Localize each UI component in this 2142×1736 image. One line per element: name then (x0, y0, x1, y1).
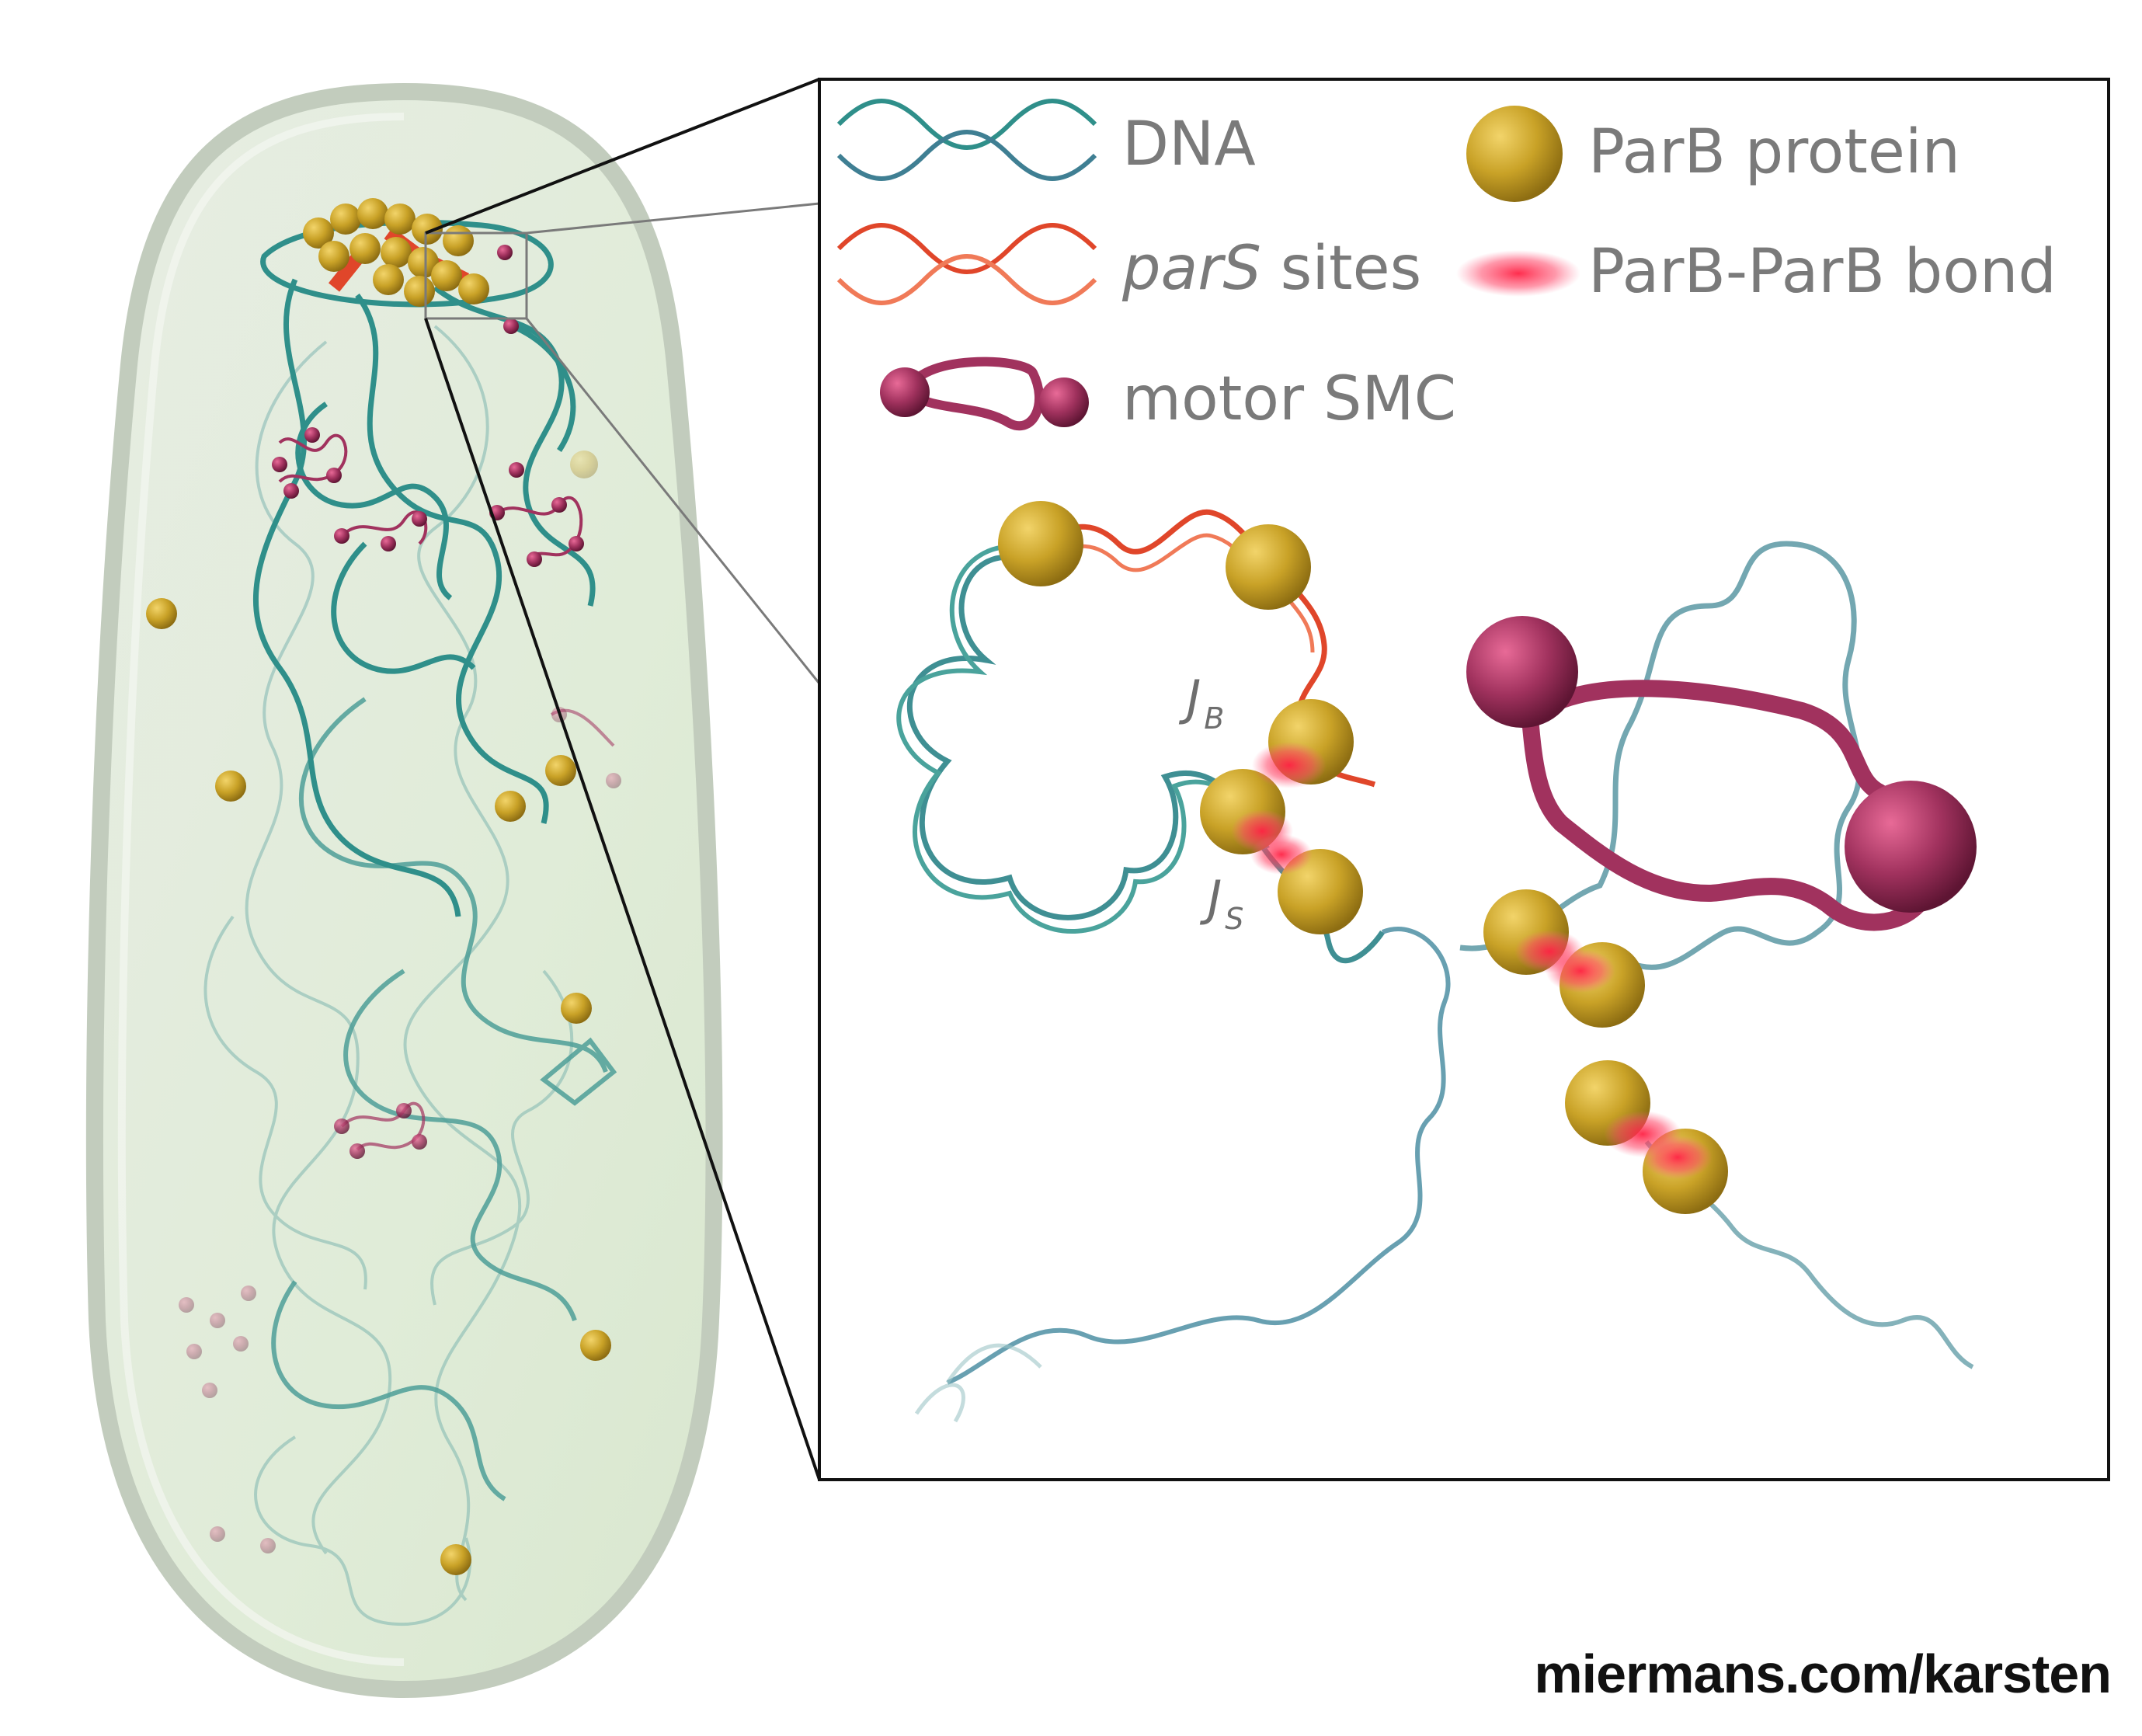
cell-smc-clusters (278, 433, 615, 1151)
cell-free-parb (146, 451, 611, 1575)
parb-bond (1252, 742, 1327, 788)
right-loop-dna (1459, 541, 1862, 970)
faint-dna (203, 325, 574, 1626)
zoom-indicator (424, 78, 821, 1480)
smc-head-icon (1039, 377, 1089, 427)
legend-parb-label: ParB protein (1588, 117, 1960, 187)
legend-smc-swatch (880, 357, 1089, 431)
cell-smc-heads (179, 245, 621, 1553)
legend-dna-label: DNA (1122, 110, 1256, 179)
legend-pars-italic: parS (1121, 234, 1261, 304)
cell-dna-mid (271, 697, 617, 1501)
left-loop-dna-strand2 (896, 544, 1270, 934)
parb-bond (1546, 949, 1615, 993)
middle-dna (946, 927, 1451, 1385)
inset-panel (818, 78, 2110, 1481)
smc-head-icon (1466, 616, 1578, 728)
faded-dna-tail (914, 1343, 1042, 1423)
smc-head-icon (880, 367, 930, 417)
legend-smc-label: motor SMC (1122, 364, 1456, 434)
inset-parb-bonds (1231, 742, 1713, 1179)
js-sub: S (1225, 902, 1243, 936)
legend-parb-swatch (1466, 106, 1563, 202)
inset-smc-motor (1466, 616, 1977, 931)
legend-pars-rest: sites (1261, 234, 1421, 304)
legend-bond-swatch (1456, 250, 1580, 297)
parb-bond (1250, 834, 1313, 875)
parb-protein (1226, 524, 1311, 610)
smc-head-icon (1845, 781, 1977, 913)
legend: DNA parS sites motor SMC ParB protein Pa… (836, 99, 2057, 434)
legend-dna-swatch (836, 99, 1097, 181)
parb-bond (1643, 1136, 1713, 1179)
parb-protein (998, 501, 1083, 586)
legend-pars-label: parS sites (1121, 234, 1421, 304)
jb-sub: B (1204, 701, 1224, 736)
legend-pars-swatch (836, 223, 1097, 305)
credit-url[interactable]: miermans.com/karsten (1534, 1644, 2112, 1704)
bacterial-cell (85, 82, 723, 1699)
legend-bond-label: ParB-ParB bond (1588, 237, 2057, 307)
